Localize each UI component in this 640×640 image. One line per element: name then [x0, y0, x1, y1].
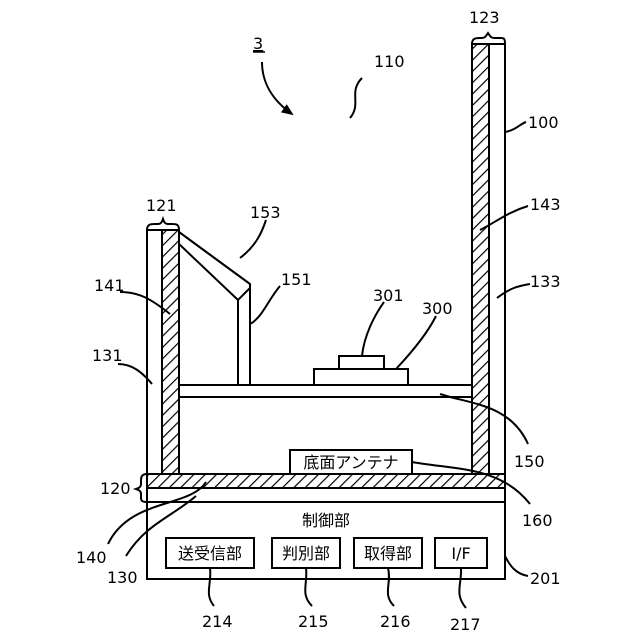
label-133: 133 — [530, 272, 561, 291]
block-discriminator-label: 判別部 — [282, 544, 330, 563]
label-216: 216 — [380, 612, 411, 631]
shelf-150 — [179, 385, 472, 397]
label-121: 121 — [146, 196, 177, 215]
leader-300 — [396, 316, 436, 369]
slanted-plate-153 — [179, 232, 250, 300]
left-wall-outer-131 — [147, 230, 162, 474]
label-217: 217 — [450, 615, 481, 634]
block-interface-label: I/F — [451, 544, 470, 563]
label-141: 141 — [94, 276, 125, 295]
label-150: 150 — [514, 452, 545, 471]
label-153: 153 — [250, 203, 281, 222]
label-130: 130 — [107, 568, 138, 587]
right-wall-hatched-143 — [472, 44, 489, 474]
leader-301 — [362, 302, 384, 356]
label-300: 300 — [422, 299, 453, 318]
label-214: 214 — [202, 612, 233, 631]
bottom-antenna-label: 底面アンテナ — [303, 453, 398, 472]
right-wall — [472, 44, 505, 474]
label-143: 143 — [530, 195, 561, 214]
label-110: 110 — [374, 52, 405, 71]
plate-151 — [238, 288, 250, 385]
figure-number: 3 — [253, 34, 263, 53]
leader-201 — [505, 556, 528, 576]
bracket-121 — [147, 219, 179, 230]
label-160: 160 — [522, 511, 553, 530]
bracket-123 — [472, 33, 505, 44]
leader-151 — [250, 286, 280, 324]
label-100: 100 — [528, 113, 559, 132]
left-wall-hatched-141 — [162, 230, 179, 474]
block-acquisition-label: 取得部 — [364, 544, 412, 563]
label-201: 201 — [530, 569, 561, 588]
block-transceiver-label: 送受信部 — [178, 544, 242, 563]
floor-plate-130 — [147, 488, 505, 502]
object-300 — [314, 369, 408, 385]
object-301 — [339, 356, 384, 369]
label-301: 301 — [373, 286, 404, 305]
label-151: 151 — [281, 270, 312, 289]
label-123: 123 — [469, 8, 500, 27]
left-wall — [147, 230, 179, 474]
label-215: 215 — [298, 612, 329, 631]
label-131: 131 — [92, 346, 123, 365]
label-120: 120 — [100, 479, 131, 498]
label-140: 140 — [76, 548, 107, 567]
leader-153 — [240, 220, 266, 258]
bracket-120 — [136, 474, 147, 502]
floor-hatched-140 — [147, 474, 505, 488]
leader-100 — [505, 122, 526, 132]
control-unit-title: 制御部 — [302, 511, 350, 530]
figure-arrow — [262, 62, 292, 114]
leader-110 — [350, 78, 362, 118]
